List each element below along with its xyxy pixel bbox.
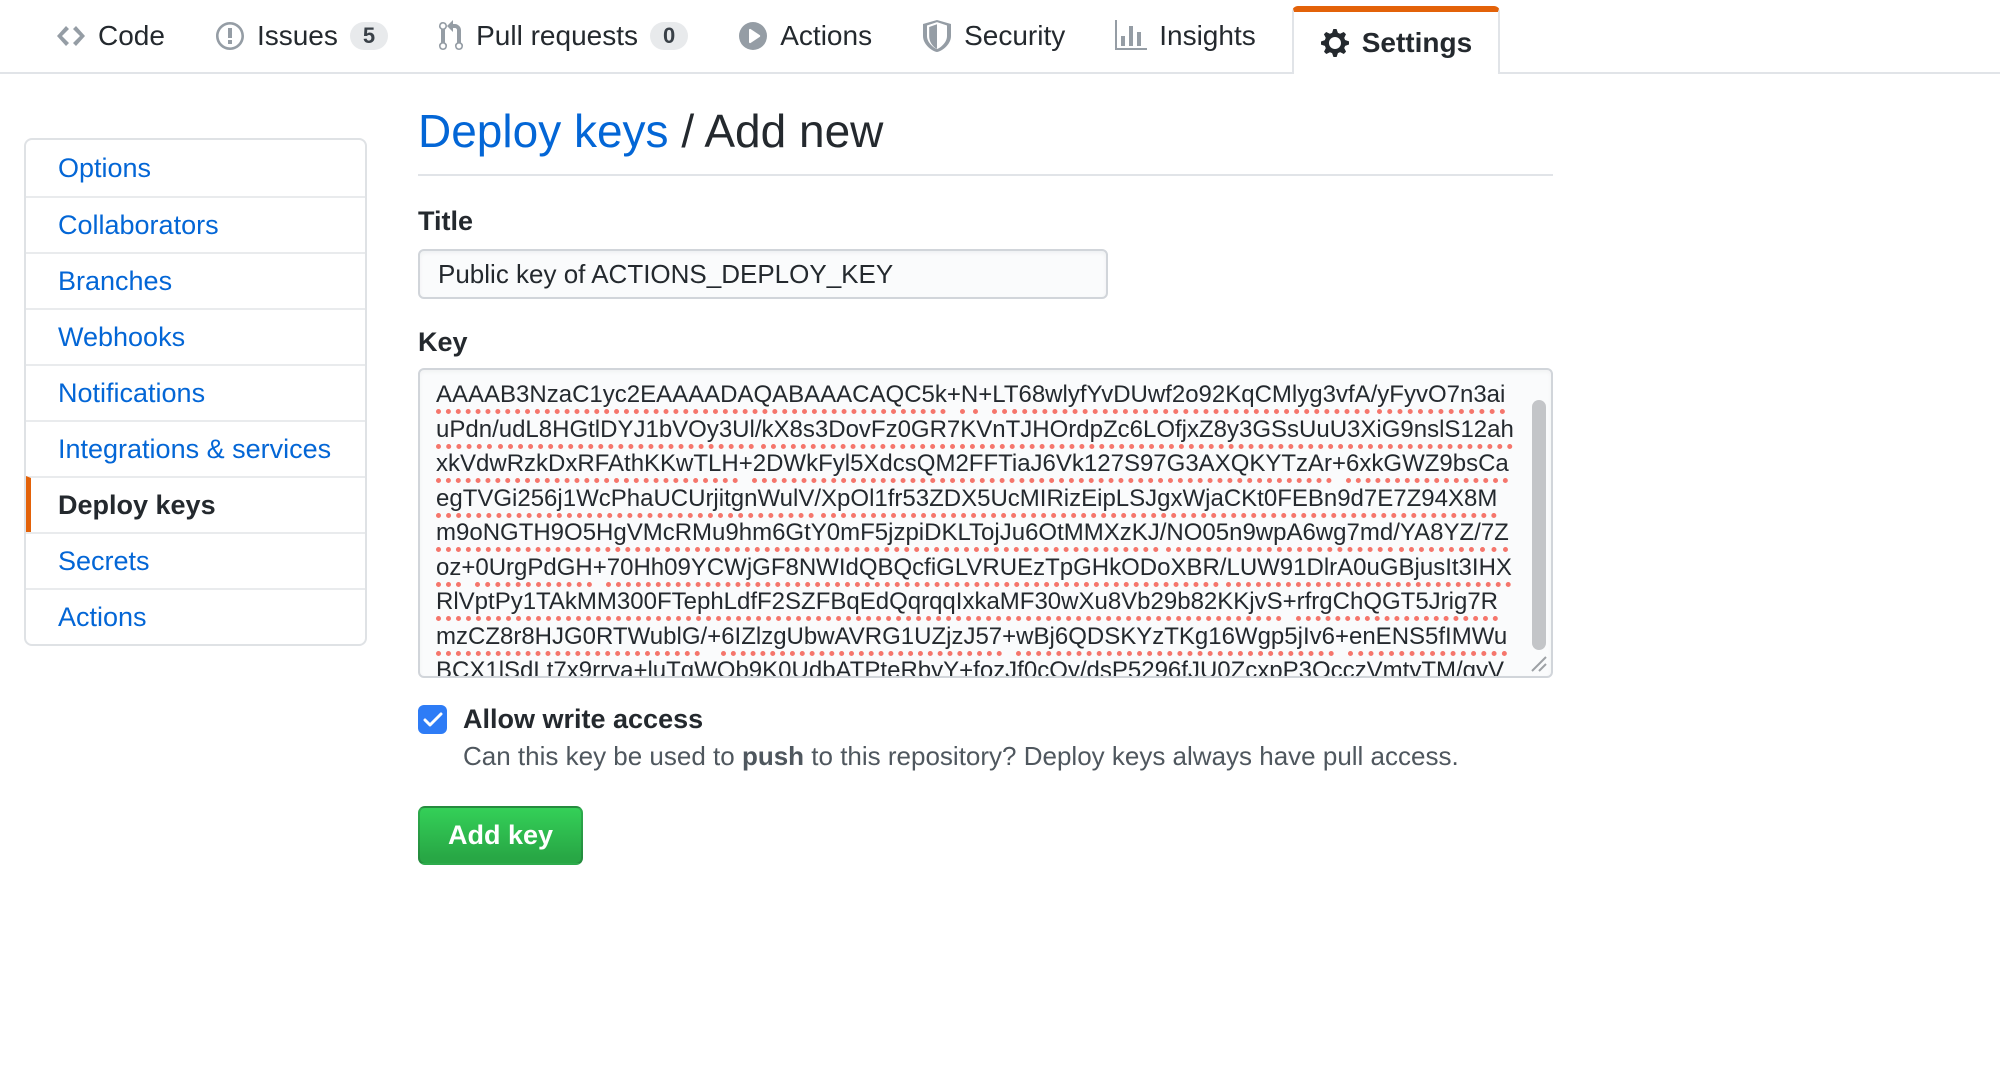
tab-label: Settings <box>1361 27 1473 58</box>
checkmark-icon <box>423 712 442 726</box>
issues-count-badge: 5 <box>349 22 389 50</box>
repo-tab-bar: Code Issues 5 Pull requests 0 Actions Se… <box>0 0 2000 74</box>
gear-icon <box>1320 29 1349 57</box>
tab-label: Insights <box>1159 20 1256 51</box>
tab-actions[interactable]: Actions <box>724 0 886 72</box>
tab-issues[interactable]: Issues 5 <box>201 0 402 72</box>
tab-pull-requests[interactable]: Pull requests 0 <box>424 0 702 72</box>
code-icon <box>57 26 85 46</box>
tab-code[interactable]: Code <box>42 0 179 72</box>
allow-write-access-label: Allow write access <box>463 704 704 734</box>
sidebar-item-notifications[interactable]: Notifications <box>26 364 365 420</box>
sidebar-item-collaborators[interactable]: Collaborators <box>26 196 365 252</box>
tab-label: Issues <box>256 20 338 51</box>
key-label: Key <box>418 327 468 357</box>
shield-icon <box>923 20 952 52</box>
tab-label: Actions <box>780 20 873 51</box>
tab-label: Pull requests <box>476 20 638 51</box>
git-pull-request-icon <box>439 20 464 51</box>
issue-opened-icon <box>215 22 244 50</box>
sidebar-item-secrets[interactable]: Secrets <box>26 532 365 588</box>
deploy-key-form: Deploy keys / Add new Title Key AAAAB3Nz… <box>418 104 1553 865</box>
breadcrumb-current: Add new <box>704 105 884 157</box>
sidebar-item-deploy-keys[interactable]: Deploy keys <box>26 476 365 532</box>
tab-security[interactable]: Security <box>908 0 1079 72</box>
write-access-help-text: Can this key be used to push to this rep… <box>463 741 1459 771</box>
sidebar-item-integrations-services[interactable]: Integrations & services <box>26 420 365 476</box>
allow-write-access-row: Allow write access <box>418 704 1553 735</box>
sidebar-item-branches[interactable]: Branches <box>26 252 365 308</box>
sidebar-item-actions[interactable]: Actions <box>26 588 365 644</box>
breadcrumb-separator: / <box>668 105 705 157</box>
title-input[interactable] <box>418 249 1108 299</box>
title-label: Title <box>418 206 474 236</box>
tab-settings[interactable]: Settings <box>1291 6 1501 74</box>
graph-icon <box>1115 20 1148 50</box>
deploy-keys-breadcrumb-link[interactable]: Deploy keys <box>418 105 669 157</box>
add-key-button[interactable]: Add key <box>418 806 584 865</box>
key-textarea[interactable]: AAAAB3NzaC1yc2EAAAADAQABAAACAQC5k+N+LT68… <box>418 368 1553 678</box>
resize-grip-icon[interactable] <box>1526 651 1548 673</box>
play-icon <box>739 22 768 50</box>
page-title: Deploy keys / Add new <box>418 104 1553 176</box>
textarea-scrollbar[interactable] <box>1532 400 1546 650</box>
tab-label: Security <box>964 20 1066 51</box>
key-text: AAAAB3NzaC1yc2EAAAADAQABAAACAQC5k+N+LT68… <box>436 381 1514 678</box>
tab-label: Code <box>98 20 165 51</box>
settings-sidebar: Options Collaborators Branches Webhooks … <box>24 138 367 646</box>
allow-write-access-checkbox[interactable] <box>418 705 447 734</box>
sidebar-item-webhooks[interactable]: Webhooks <box>26 308 365 364</box>
sidebar-item-options[interactable]: Options <box>58 152 152 183</box>
tab-insights[interactable]: Insights <box>1101 0 1270 72</box>
pull-requests-count-badge: 0 <box>650 22 689 50</box>
